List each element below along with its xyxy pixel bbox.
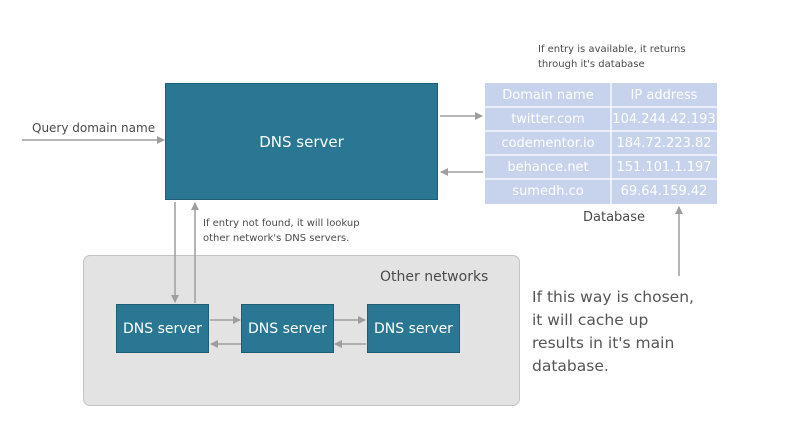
- cache-note-line: If this way is chosen,: [532, 288, 694, 306]
- database-table: Domain name IP address twitter.com 104.2…: [485, 83, 717, 204]
- not-found-note: If entry not found, it will lookup other…: [203, 216, 360, 246]
- network-dns-server: DNS server: [241, 304, 334, 353]
- network-dns-server: DNS server: [116, 304, 209, 353]
- network-dns-server-label: DNS server: [123, 320, 202, 337]
- network-dns-server: DNS server: [367, 304, 460, 353]
- table-cell-ip: 151.101.1.197: [616, 160, 712, 175]
- other-networks-label: Other networks: [380, 269, 489, 285]
- network-dns-server-label: DNS server: [248, 320, 327, 337]
- not-found-note-line: If entry not found, it will lookup: [203, 218, 360, 229]
- not-found-note-line: other network's DNS servers.: [203, 233, 350, 244]
- main-dns-server-label: DNS server: [259, 132, 344, 151]
- table-cell-ip: 184.72.223.82: [616, 136, 712, 151]
- network-dns-server-label: DNS server: [374, 320, 453, 337]
- table-cell-domain: twitter.com: [511, 112, 585, 127]
- table-cell-domain: sumedh.co: [512, 184, 584, 199]
- table-cell-ip: 69.64.159.42: [620, 184, 708, 199]
- return-note-line: through it's database: [538, 59, 645, 70]
- database-label: Database: [583, 210, 646, 225]
- cache-note: If this way is chosen, it will cache up …: [532, 286, 694, 378]
- cache-note-line: it will cache up: [532, 311, 649, 329]
- table-grid-lines: [485, 83, 717, 204]
- table-cell-domain: codementor.io: [501, 136, 595, 151]
- return-note-line: If entry is available, it returns: [538, 44, 686, 55]
- column-header-ip: IP address: [630, 88, 698, 103]
- cache-note-line: results in it's main: [532, 334, 675, 352]
- query-domain-label: Query domain name: [32, 121, 156, 135]
- main-dns-server: DNS server: [165, 83, 438, 200]
- table-cell-domain: behance.net: [507, 160, 589, 175]
- table-cell-ip: 104.244.42.193: [612, 112, 716, 127]
- cache-note-line: database.: [532, 357, 609, 375]
- return-note: If entry is available, it returns throug…: [538, 42, 686, 72]
- column-header-domain: Domain name: [502, 88, 594, 103]
